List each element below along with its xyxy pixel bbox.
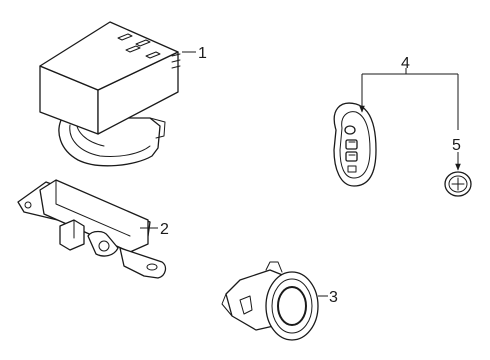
key-fob-part: [333, 102, 377, 187]
callout-number-5: 5: [452, 137, 461, 154]
callout-5: 5: [452, 137, 461, 171]
callout-number-1: 1: [198, 45, 207, 62]
control-module-part: [39, 21, 181, 167]
callout-1: 1: [182, 45, 207, 62]
callout-3: 3: [318, 289, 338, 306]
callout-number-4: 4: [401, 55, 410, 72]
callout-4: 4: [359, 55, 459, 130]
coin-battery-part: [444, 171, 472, 197]
push-button-switch-part: [221, 261, 319, 341]
callout-number-3: 3: [329, 289, 338, 306]
callout-2: 2: [140, 221, 169, 238]
callout-number-2: 2: [160, 221, 169, 238]
sensor-antenna-part: [17, 179, 167, 279]
